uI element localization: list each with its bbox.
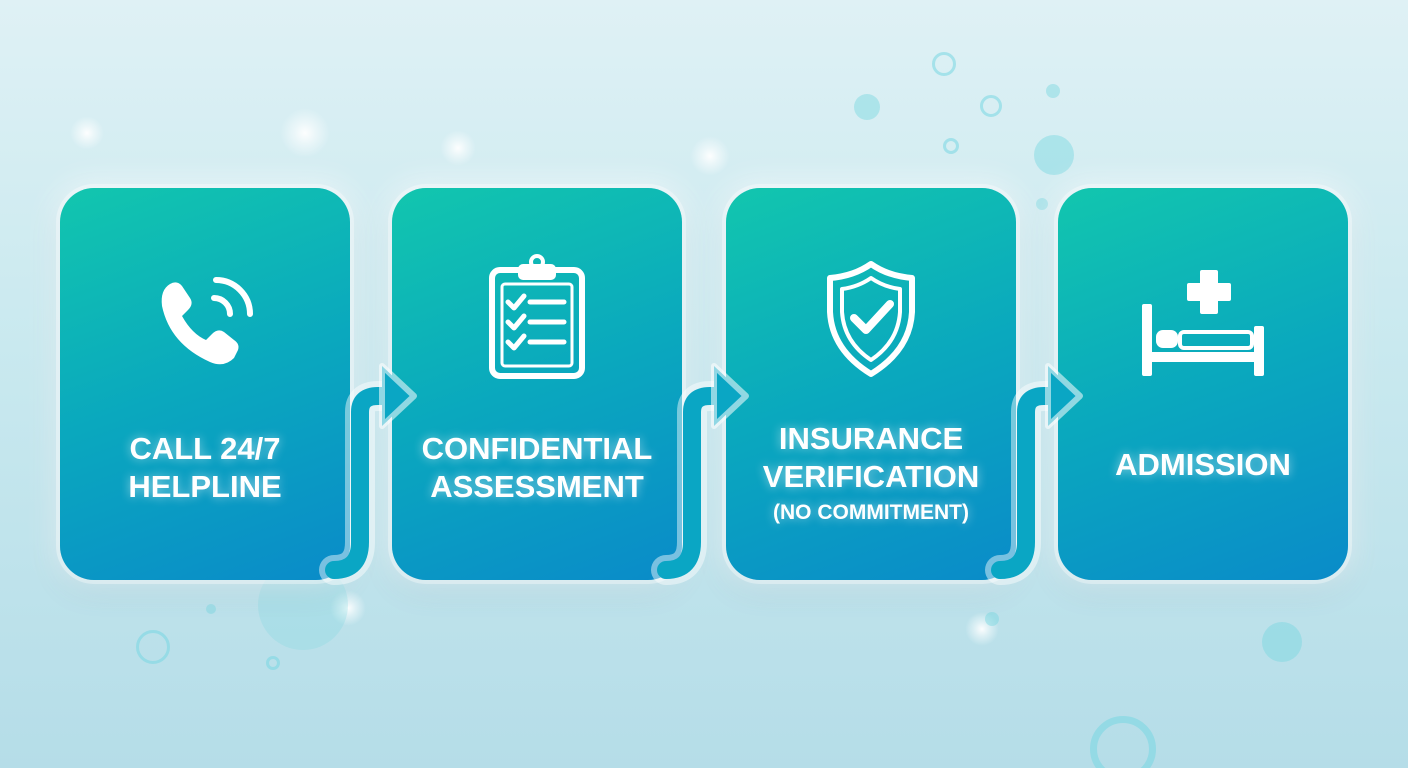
connector-arrow xyxy=(985,363,1083,585)
step-label: ADMISSION xyxy=(1064,446,1342,484)
step-label: CALL 24/7 HELPLINE xyxy=(66,430,344,506)
sparkle-decoration xyxy=(440,130,476,166)
ring-decoration xyxy=(980,95,1002,117)
ring-decoration xyxy=(943,138,959,154)
shield-check-icon xyxy=(726,254,1016,384)
step-card-admission: ADMISSION xyxy=(1058,188,1348,580)
sparkle-decoration xyxy=(690,136,730,176)
step-card-call-helpline: CALL 24/7 HELPLINE xyxy=(60,188,350,580)
dot-decoration xyxy=(854,94,880,120)
sparkle-decoration xyxy=(280,108,330,158)
step-card-insurance-verification: INSURANCE VERIFICATION (NO COMMITMENT) xyxy=(726,188,1016,580)
step-label-line: CALL 24/7 xyxy=(129,431,281,466)
step-label-line: ADMISSION xyxy=(1115,447,1291,482)
step-label-line: CONFIDENTIAL xyxy=(421,431,653,466)
step-label-line: VERIFICATION xyxy=(762,459,980,494)
sparkle-decoration xyxy=(70,116,104,150)
step-label-line: HELPLINE xyxy=(128,469,282,504)
sparkle-decoration xyxy=(330,590,366,626)
dot-decoration xyxy=(1046,84,1060,98)
step-card-confidential-assessment: CONFIDENTIAL ASSESSMENT xyxy=(392,188,682,580)
step-label-line: INSURANCE xyxy=(778,421,964,456)
step-label: INSURANCE VERIFICATION (NO COMMITMENT) xyxy=(732,420,1010,530)
phone-icon xyxy=(60,254,350,384)
dot-decoration xyxy=(206,604,216,614)
connector-arrow xyxy=(319,363,417,585)
ring-decoration xyxy=(1090,716,1156,768)
connector-arrow xyxy=(651,363,749,585)
dot-decoration xyxy=(1262,622,1302,662)
dot-decoration xyxy=(985,612,999,626)
dot-decoration xyxy=(1036,198,1048,210)
step-label: CONFIDENTIAL ASSESSMENT xyxy=(398,430,676,506)
step-label-line: ASSESSMENT xyxy=(430,469,644,504)
step-note: (NO COMMITMENT) xyxy=(773,501,969,524)
clipboard-checklist-icon xyxy=(392,254,682,384)
sparkle-decoration xyxy=(965,612,999,646)
dot-decoration xyxy=(1034,135,1074,175)
hospital-bed-icon xyxy=(1058,254,1348,384)
ring-decoration xyxy=(932,52,956,76)
ring-decoration xyxy=(266,656,280,670)
ring-decoration xyxy=(136,630,170,664)
